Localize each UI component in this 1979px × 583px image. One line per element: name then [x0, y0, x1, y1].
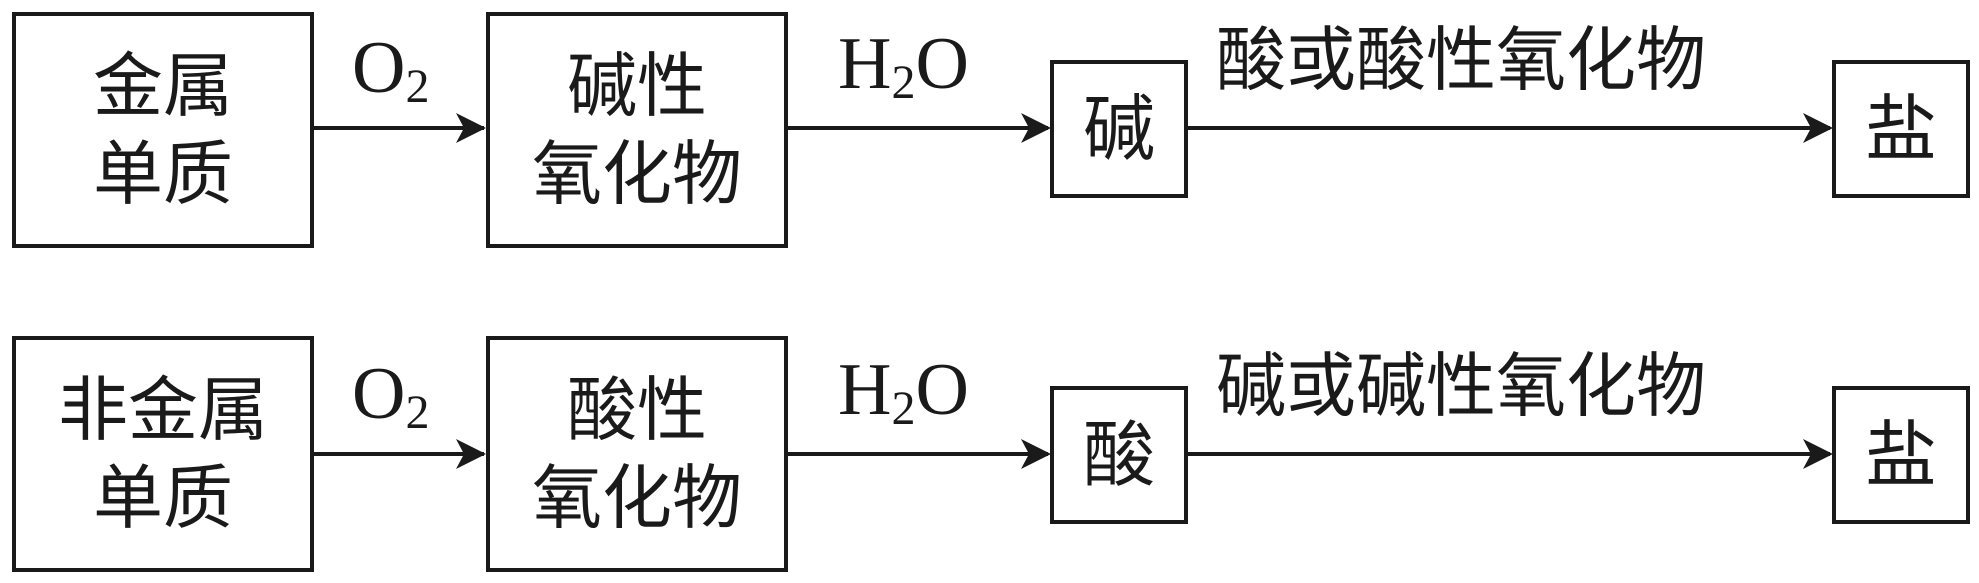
row-2-arrows: [312, 439, 1833, 469]
row-1-arrowhead-o2: [456, 113, 486, 143]
row-1-metal-element-box: 金属 单质: [12, 12, 314, 248]
row-1-arrows: [312, 113, 1833, 143]
row-1-reagent-label: 酸或酸性氧化物: [1216, 19, 1706, 101]
row-2-h2o-post: O: [915, 349, 969, 431]
row-2-acid-box: 酸: [1050, 386, 1188, 524]
row-2-nonmetal-element-line-2: 单质: [93, 457, 233, 539]
row-1-basic-oxide-line-1: 碱性: [567, 45, 707, 127]
row-1-salt-label: 盐: [1864, 87, 1937, 171]
row-2-o2-sub: 2: [405, 386, 430, 439]
row-1-salt-box: 盐: [1832, 60, 1970, 198]
row-2-salt-box: 盐: [1832, 386, 1970, 524]
row-1-o2-base: O: [352, 27, 406, 109]
row-2-arrowhead-o2: [456, 439, 486, 469]
row-1-base-box: 碱: [1050, 60, 1188, 198]
row-1-h2o-post: O: [915, 23, 969, 105]
row-2-arrowhead-h2o: [1021, 439, 1051, 469]
row-2-acidic-oxide-line-2: 氧化物: [532, 457, 742, 539]
row-2-arrowhead-final: [1803, 439, 1833, 469]
row-2-h2o-sub: 2: [891, 382, 916, 435]
row-2-h2o-pre: H: [838, 349, 892, 431]
row-1-metal-element-line-2: 单质: [93, 133, 233, 215]
row-1-h2o-label: H2O: [838, 23, 969, 107]
row-2-o2-base: O: [352, 353, 406, 435]
row-2-nonmetal-element-box: 非金属 单质: [12, 336, 314, 572]
row-1-o2-label: O2: [352, 27, 429, 111]
row-1-basic-oxide-line-2: 氧化物: [532, 133, 742, 215]
row-1-h2o-sub: 2: [891, 56, 916, 109]
row-2-acidic-oxide-box: 酸性 氧化物: [486, 336, 788, 572]
row-2-reagent-label: 碱或碱性氧化物: [1216, 345, 1706, 427]
row-1-h2o-pre: H: [838, 23, 892, 105]
row-1-base-label: 碱: [1082, 87, 1155, 171]
row-1-o2-sub: 2: [405, 60, 430, 113]
row-2-nonmetal-element-line-1: 非金属: [58, 369, 268, 451]
row-2-o2-label: O2: [352, 353, 429, 437]
row-1-basic-oxide-box: 碱性 氧化物: [486, 12, 788, 248]
row-1-metal-element-line-1: 金属: [93, 45, 233, 127]
row-2-h2o-label: H2O: [838, 349, 969, 433]
row-2-acidic-oxide-line-1: 酸性: [567, 369, 707, 451]
row-1-arrowhead-final: [1803, 113, 1833, 143]
row-2-salt-label: 盐: [1864, 413, 1937, 497]
row-2-acid-label: 酸: [1082, 413, 1155, 497]
row-1-arrowhead-h2o: [1021, 113, 1051, 143]
